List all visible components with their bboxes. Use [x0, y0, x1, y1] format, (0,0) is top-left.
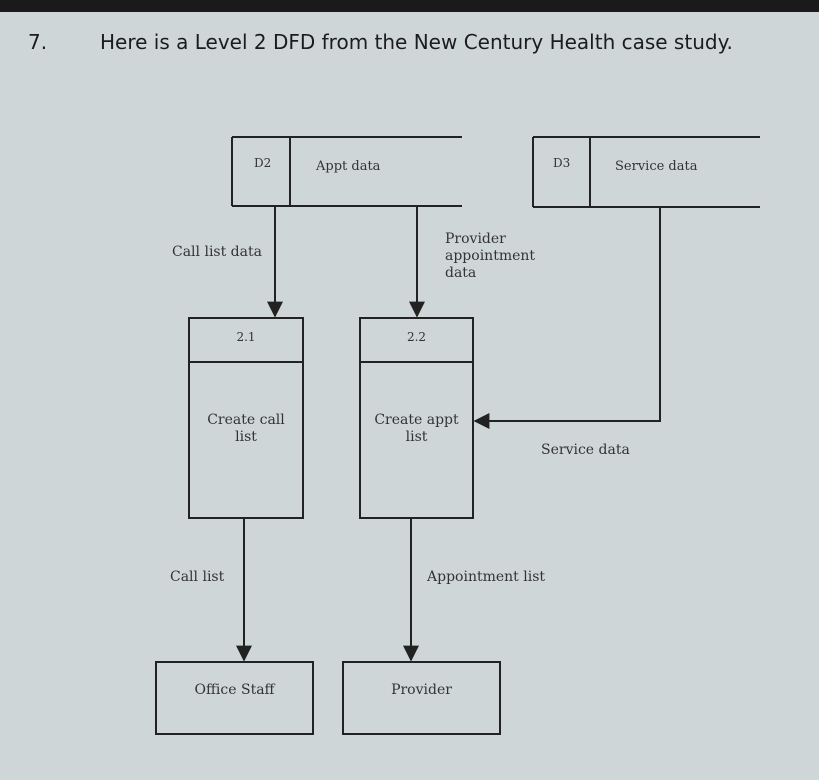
question-number: 7. [28, 30, 48, 54]
flow-service-data-label: Service data [541, 442, 630, 458]
process-2-2-id: 2.2 [406, 330, 427, 344]
entity-office-staff-name: Office Staff [194, 682, 275, 698]
question-heading: 7. Here is a Level 2 DFD from the New Cen… [28, 30, 733, 54]
flow-service-data-arrow [473, 207, 661, 429]
flow-appointment-list-label: Appointment list [427, 569, 546, 585]
question-text: Here is a Level 2 DFD from the New Centu… [100, 30, 733, 54]
data-store-d2-id: D2 [254, 156, 272, 170]
process-2-1-id: 2.1 [236, 330, 256, 344]
flow-call-list-label: Call list [170, 569, 225, 585]
process-2-1-name: Create call list [207, 412, 285, 445]
flow-provider-appointment-data-label: Provider appointment data [445, 231, 536, 281]
entity-provider [342, 661, 501, 735]
entity-provider-name: Provider [391, 682, 452, 698]
data-store-d2 [231, 136, 462, 207]
top-edge-bar [0, 0, 819, 12]
data-store-d3 [532, 136, 760, 208]
data-store-d3-name: Service data [615, 159, 698, 174]
flow-call-list-data-label: Call list data [172, 244, 262, 260]
entity-office-staff [155, 661, 314, 735]
process-2-1 [188, 317, 304, 519]
process-2-2-name: Create appt list [374, 412, 459, 445]
data-store-d3-id: D3 [553, 156, 571, 170]
process-2-2 [359, 317, 474, 519]
data-store-d2-name: Appt data [316, 159, 381, 174]
